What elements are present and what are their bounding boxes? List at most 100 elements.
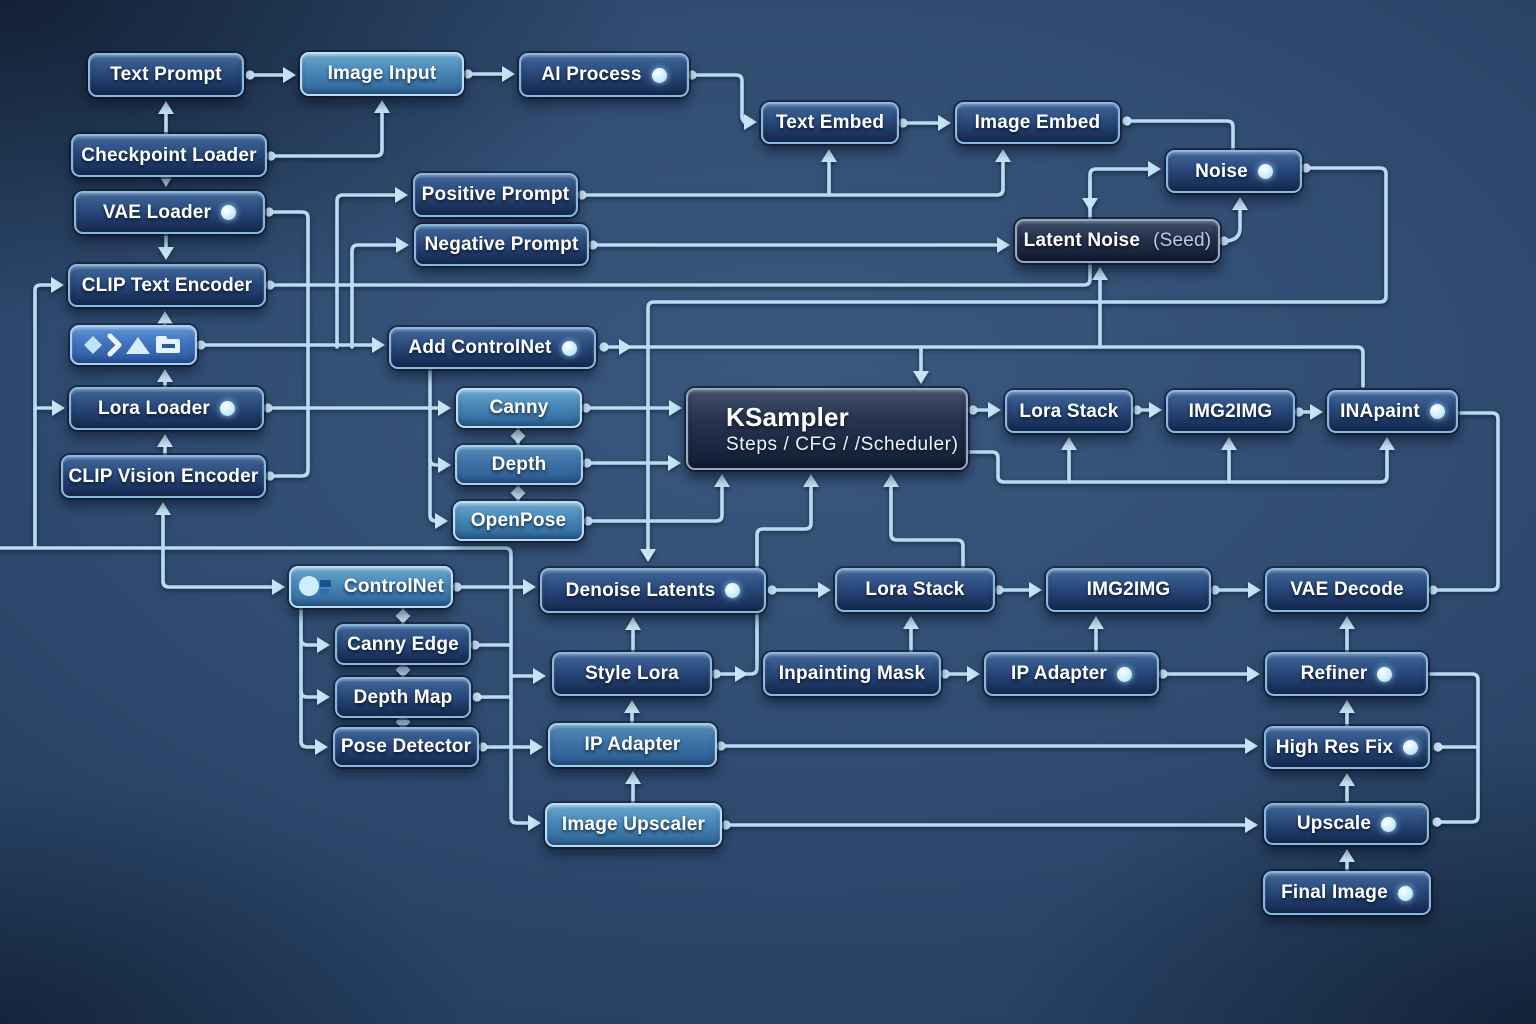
port-dot[interactable] — [470, 640, 480, 650]
indicator-dot[interactable] — [221, 205, 237, 220]
node-refiner[interactable]: Refiner — [1265, 652, 1428, 696]
port-dot[interactable] — [1428, 585, 1438, 595]
node-icon-strip[interactable] — [70, 325, 197, 365]
port-dot[interactable] — [898, 118, 908, 128]
arrowhead-icon — [938, 115, 951, 131]
node-text-prompt[interactable]: Text Prompt — [88, 53, 244, 97]
port-dot[interactable] — [582, 458, 592, 468]
port-dot[interactable] — [721, 820, 731, 830]
port-dot[interactable] — [472, 692, 482, 702]
node-depth[interactable]: Depth — [455, 445, 583, 485]
node-negative-prompt[interactable]: Negative Prompt — [414, 224, 589, 266]
node-openpose[interactable]: OpenPose — [453, 501, 584, 541]
port-dot[interactable] — [196, 340, 206, 350]
port-dot[interactable] — [452, 582, 462, 592]
node-image-embed[interactable]: Image Embed — [955, 102, 1120, 144]
port-dot[interactable] — [687, 70, 697, 80]
port-dot[interactable] — [463, 69, 473, 79]
node-label: Denoise Latents — [565, 579, 716, 601]
arrowhead-icon — [1149, 402, 1162, 418]
port-dot[interactable] — [265, 471, 275, 481]
arrowhead-icon — [157, 434, 173, 447]
node-lora-stack-2[interactable]: Lora Stack — [835, 568, 995, 612]
port-dot[interactable] — [1433, 742, 1443, 752]
indicator-dot[interactable] — [1116, 666, 1132, 682]
node-img2img-2[interactable]: IMG2IMG — [1046, 568, 1211, 612]
port-dot[interactable] — [1294, 407, 1304, 417]
indicator-dot[interactable] — [651, 67, 667, 83]
port-dot[interactable] — [1301, 163, 1311, 173]
node-vae-decode[interactable]: VAE Decode — [1265, 568, 1429, 612]
indicator-dot[interactable] — [1403, 740, 1419, 755]
node-canny[interactable]: Canny — [456, 388, 582, 428]
node-image-upscaler[interactable]: Image Upscaler — [545, 803, 722, 847]
node-image-input[interactable]: Image Input — [300, 52, 464, 96]
port-dot[interactable] — [1132, 405, 1142, 415]
node-add-controlnet[interactable]: Add ControlNet — [389, 327, 596, 369]
indicator-dot[interactable] — [1429, 404, 1445, 419]
node-ip-adapter-1[interactable]: IP Adapter — [548, 723, 717, 767]
node-controlnet[interactable]: ControlNet — [289, 566, 453, 608]
port-dot[interactable] — [478, 742, 488, 752]
node-style-lora[interactable]: Style Lora — [552, 652, 712, 696]
port-dot[interactable] — [968, 405, 978, 415]
node-depth-map[interactable]: Depth Map — [335, 677, 471, 718]
port-dot[interactable] — [588, 240, 598, 250]
node-high-res-fix[interactable]: High Res Fix — [1264, 726, 1430, 769]
port-dot[interactable] — [266, 151, 276, 161]
port-dot[interactable] — [263, 403, 273, 413]
node-latent-noise[interactable]: Latent Noise(Seed) — [1015, 219, 1220, 263]
indicator-dot[interactable] — [1397, 885, 1413, 901]
port-dot[interactable] — [581, 403, 591, 413]
junction-diamond-icon — [510, 485, 526, 501]
port-dot[interactable] — [1432, 817, 1442, 827]
port-dot[interactable] — [716, 741, 726, 751]
arrowhead-icon — [435, 513, 448, 529]
indicator-dot[interactable] — [220, 401, 235, 416]
indicator-dot[interactable] — [1257, 164, 1273, 179]
node-noise[interactable]: Noise — [1166, 150, 1302, 193]
arrowhead-icon — [913, 371, 929, 384]
port-dot[interactable] — [711, 669, 721, 679]
node-img2img-1[interactable]: IMG2IMG — [1166, 390, 1295, 433]
node-pose-detector[interactable]: Pose Detector — [333, 727, 479, 767]
port-dot[interactable] — [994, 585, 1004, 595]
port-dot[interactable] — [767, 585, 777, 595]
node-lora-stack-1[interactable]: Lora Stack — [1005, 390, 1133, 433]
node-inapaint[interactable]: INApaint — [1327, 390, 1458, 433]
port-dot[interactable] — [583, 516, 593, 526]
node-positive-prompt[interactable]: Positive Prompt — [413, 173, 578, 217]
node-text-embed[interactable]: Text Embed — [761, 102, 899, 144]
indicator-dot[interactable] — [1377, 666, 1393, 682]
port-dot[interactable] — [1158, 669, 1168, 679]
port-dot[interactable] — [264, 207, 274, 217]
node-upscale[interactable]: Upscale — [1264, 803, 1429, 845]
port-dot[interactable] — [940, 669, 950, 679]
node-checkpoint-loader[interactable]: Checkpoint Loader — [71, 134, 267, 177]
node-denoise-latents[interactable]: Denoise Latents — [540, 568, 766, 613]
port-dot[interactable] — [1210, 585, 1220, 595]
node-canny-edge[interactable]: Canny Edge — [335, 624, 471, 665]
indicator-dot[interactable] — [561, 340, 577, 356]
arrowhead-icon — [533, 668, 546, 684]
port-dot[interactable] — [265, 280, 275, 290]
port-dot[interactable] — [599, 342, 609, 352]
port-dot[interactable] — [577, 190, 587, 200]
port-dot[interactable] — [245, 70, 255, 80]
node-vae-loader[interactable]: VAE Loader — [74, 191, 265, 234]
node-clip-vision-encoder[interactable]: CLIP Vision Encoder — [61, 455, 266, 498]
node-ip-adapter-2[interactable]: IP Adapter — [984, 652, 1159, 696]
node-lora-loader[interactable]: Lora Loader — [69, 387, 264, 430]
indicator-dot[interactable] — [1381, 816, 1397, 832]
arrowhead-icon — [158, 174, 174, 187]
port-dot[interactable] — [1122, 116, 1132, 126]
node-inpainting-mask[interactable]: Inpainting Mask — [763, 652, 941, 696]
node-clip-text-encoder[interactable]: CLIP Text Encoder — [68, 264, 266, 307]
port-dot[interactable] — [1219, 236, 1229, 246]
circle-list-icon — [298, 574, 334, 600]
node-ai-process[interactable]: AI Process — [519, 53, 689, 97]
node-final-image[interactable]: Final Image — [1263, 871, 1431, 915]
indicator-dot[interactable] — [725, 583, 741, 598]
